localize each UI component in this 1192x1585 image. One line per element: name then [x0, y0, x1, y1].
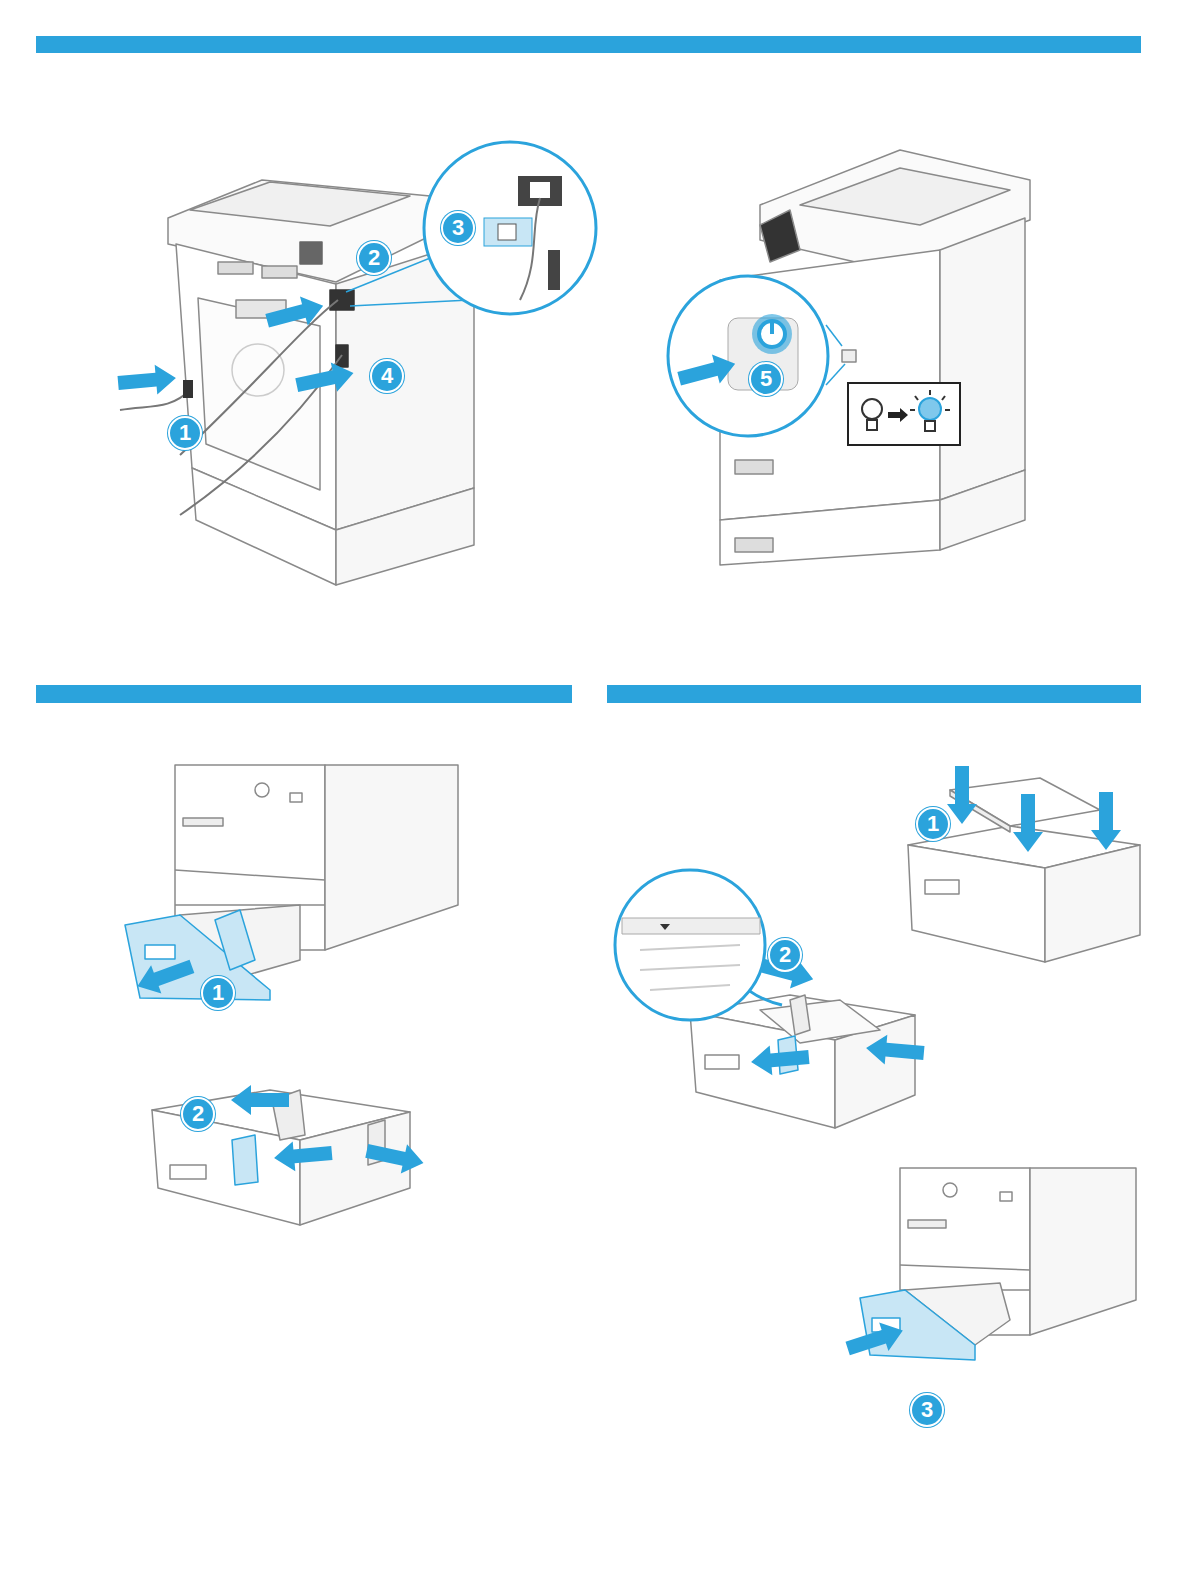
arrow [947, 766, 977, 824]
zoom-leader [826, 364, 845, 385]
zoom-circle [668, 276, 828, 436]
plug [183, 380, 193, 398]
callout-text: 3 [921, 1399, 933, 1421]
callout-text: 5 [760, 368, 772, 390]
callout-text: 3 [452, 217, 464, 239]
arrow [231, 1085, 289, 1115]
zoom-circle [615, 870, 765, 1020]
arrow [1013, 794, 1043, 852]
arrow [273, 1138, 333, 1173]
callout-number: 2 [768, 938, 802, 972]
light-icon [848, 383, 960, 445]
callout-text: 1 [179, 422, 191, 444]
callout-text: 1 [927, 813, 939, 835]
zoom-leader [350, 300, 470, 306]
callout-number: 1 [201, 976, 235, 1010]
arrow [132, 952, 197, 1000]
callout-text: 4 [381, 365, 393, 387]
arrow [675, 349, 739, 393]
callout-number: 3 [910, 1393, 944, 1427]
callout-number: 2 [181, 1097, 215, 1131]
callout-number: 1 [916, 807, 950, 841]
cable [120, 300, 342, 515]
callout-text: 2 [192, 1103, 204, 1125]
arrow [364, 1136, 427, 1177]
callout-number: 1 [168, 416, 202, 450]
arrow [263, 291, 327, 335]
printer-front [720, 150, 1030, 565]
paper-tray [908, 778, 1140, 962]
arrow [1091, 792, 1121, 850]
arrow [294, 358, 357, 399]
arrow [843, 1316, 907, 1362]
section-bar [36, 685, 572, 703]
section-bar [607, 685, 1141, 703]
section-bar [36, 36, 1141, 53]
arrow [865, 1033, 925, 1068]
zoom-circle [424, 142, 596, 314]
arrow [750, 1042, 810, 1077]
callout-text: 1 [212, 982, 224, 1004]
callout-number: 3 [441, 211, 475, 245]
callout-text: 2 [368, 247, 380, 269]
callout-number: 5 [749, 362, 783, 396]
paper-tray [690, 995, 915, 1128]
callout-text: 2 [779, 944, 791, 966]
callout-number: 2 [357, 241, 391, 275]
arrow [117, 363, 177, 398]
tray [860, 1283, 1010, 1360]
callout-number: 4 [370, 359, 404, 393]
